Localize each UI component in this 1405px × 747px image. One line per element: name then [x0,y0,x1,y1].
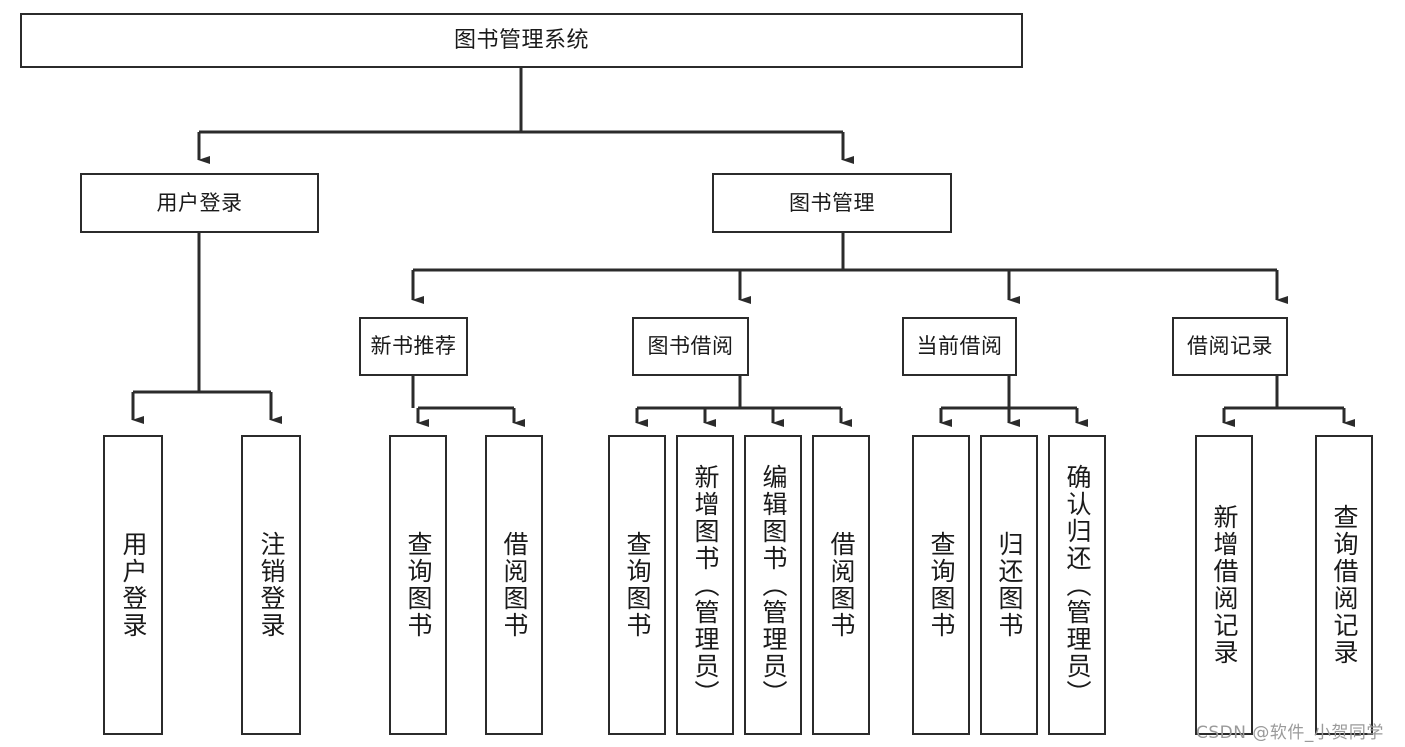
node-label: 新书推荐 [370,334,457,358]
node-root-library-system[interactable]: 图书管理系统 [20,13,1023,68]
node-label: 查询图书 [623,531,652,639]
node-label: 归还图书 [995,531,1024,639]
leaf-user-login[interactable]: 用户登录 [103,435,163,735]
node-label: 注销登录 [257,531,286,639]
leaf-borrow-book-newbook[interactable]: 借阅图书 [485,435,543,735]
node-label: 新增借阅记录 [1210,504,1239,666]
node-label: 查询借阅记录 [1330,504,1359,666]
node-label: 查询图书 [927,531,956,639]
leaf-query-book-newbook[interactable]: 查询图书 [389,435,447,735]
node-label: 当前借阅 [916,334,1003,358]
node-new-book-recommend[interactable]: 新书推荐 [359,317,468,376]
node-label: 确认归还（管理员） [1063,463,1092,707]
node-current-borrow[interactable]: 当前借阅 [902,317,1017,376]
node-label: 借阅记录 [1187,334,1273,358]
node-label: 图书管理系统 [453,27,589,53]
leaf-query-book-borrow[interactable]: 查询图书 [608,435,666,735]
leaf-edit-book-admin[interactable]: 编辑图书（管理员） [744,435,802,735]
node-label: 新增图书（管理员） [691,463,720,707]
leaf-query-borrow-record[interactable]: 查询借阅记录 [1315,435,1373,735]
node-book-borrow[interactable]: 图书借阅 [632,317,749,376]
node-label: 图书借阅 [647,334,734,358]
leaf-borrow-book[interactable]: 借阅图书 [812,435,870,735]
node-label: 用户登录 [119,531,148,639]
leaf-confirm-return-admin[interactable]: 确认归还（管理员） [1048,435,1106,735]
leaf-add-borrow-record[interactable]: 新增借阅记录 [1195,435,1253,735]
node-user-login[interactable]: 用户登录 [80,173,319,233]
node-label: 编辑图书（管理员） [759,463,788,707]
node-label: 借阅图书 [827,531,856,639]
node-book-management[interactable]: 图书管理 [712,173,952,233]
node-borrow-record[interactable]: 借阅记录 [1172,317,1288,376]
node-label: 查询图书 [404,531,433,639]
node-label: 图书管理 [789,190,875,215]
leaf-logout[interactable]: 注销登录 [241,435,301,735]
watermark-text: CSDN @软件_小贺同学 [1196,723,1384,743]
node-label: 借阅图书 [500,531,529,639]
leaf-query-book-current[interactable]: 查询图书 [912,435,970,735]
leaf-add-book-admin[interactable]: 新增图书（管理员） [676,435,734,735]
node-label: 用户登录 [156,190,243,215]
leaf-return-book[interactable]: 归还图书 [980,435,1038,735]
